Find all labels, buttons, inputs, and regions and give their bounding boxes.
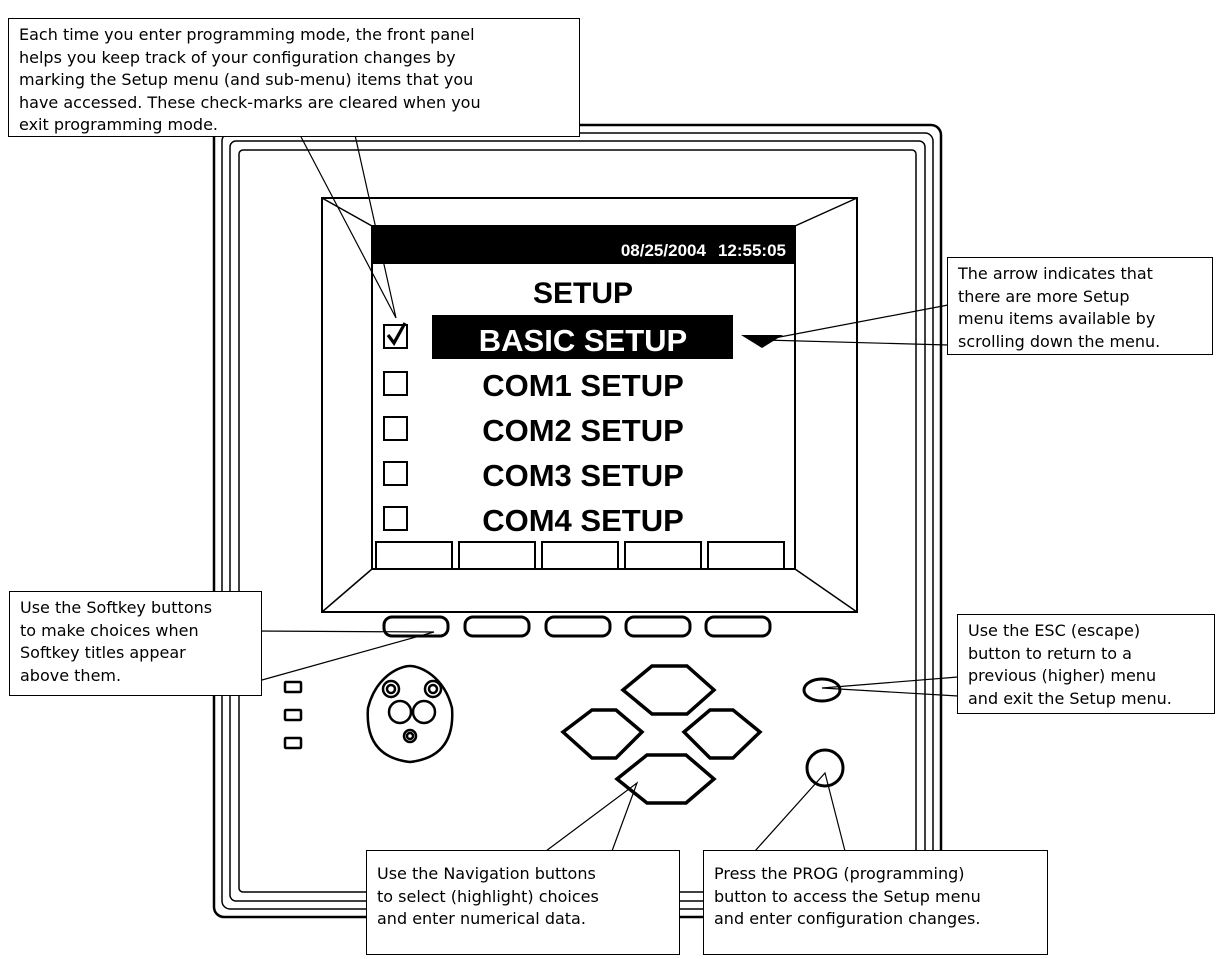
lcd-menu-item-label: COM2 SETUP [482,413,684,448]
check-mark-icon [386,322,407,346]
softkey-button-2[interactable] [463,615,531,638]
status-led-2 [283,708,303,722]
callout-text: have accessed. These check-marks are cle… [19,92,481,112]
softkey-title-box [541,541,619,570]
leader-esc [821,676,959,697]
softkey-button-1[interactable] [382,615,450,638]
lcd-menu-title: SETUP [533,277,633,310]
leader-nav [545,781,639,852]
lcd-datetime: 08/25/2004 12:55:05 [621,241,786,260]
lcd-menu-item[interactable]: COM3 SETUP [383,458,684,493]
callout-text: Press the PROG (programming) [714,864,965,883]
callout-text: button to access the Setup menu [714,886,981,906]
lcd-menu-item[interactable]: COM2 SETUP [383,413,684,448]
callout-text: Use the ESC (escape) [968,621,1141,640]
status-led-1 [283,680,303,694]
nav-left-button[interactable] [560,708,645,760]
callout-text: and enter configuration changes. [714,909,981,928]
callout-text: to select (highlight) choices [377,886,599,906]
prog-button[interactable] [805,748,845,788]
lcd-menu-item[interactable]: COM4 SETUP [383,503,684,538]
callout-text: Use the Navigation buttons [377,864,596,883]
lcd-screen: 08/25/2004 12:55:05 SETUP BASIC SETUP COM… [371,225,796,570]
selection-highlight [432,315,733,359]
callout-esc: Use the ESC (escape) button to return to… [957,614,1215,714]
lcd-menu-item[interactable]: COM1 SETUP [383,368,684,403]
callout-checkmarks: Each time you enter programming mode, th… [8,18,580,137]
leader-prog [754,771,846,852]
callout-text: to make choices when [20,620,199,640]
lcd-menu-item-label: COM4 SETUP [482,503,684,538]
callout-text: previous (higher) menu [968,666,1157,685]
callout-text: exit programming mode. [19,115,219,134]
callout-text: Each time you enter programming mode, th… [19,25,475,44]
leader-lines [252,134,959,852]
callout-softkey: Use the Softkey buttons to make choices … [9,591,262,696]
lcd-time: 12:55:05 [718,241,786,260]
callout-text: helps you keep track of your configurati… [19,47,456,67]
callout-text: above them. [20,665,122,685]
checkbox-unchecked [383,416,408,441]
lcd-menu-item-label: COM1 SETUP [482,368,684,403]
softkey-title-box [375,541,453,570]
callout-text: marking the Setup menu (and sub-menu) it… [19,70,474,89]
status-led-3 [283,736,303,750]
nav-up-button[interactable] [620,664,717,716]
checkbox-unchecked [383,506,408,531]
callout-text: The arrow indicates that [958,264,1153,283]
leader-arrow [763,304,949,346]
esc-button[interactable] [802,677,842,703]
callout-text: there are more Setup [958,286,1130,306]
lcd-header-bar [372,226,795,264]
softkey-button-5[interactable] [704,615,772,638]
callout-text: menu items available by [958,309,1156,328]
lcd-menu-item-label: COM3 SETUP [482,458,684,493]
lcd-menu-item-label: BASIC SETUP [479,323,687,358]
callout-scroll-arrow: The arrow indicates that there are more … [947,257,1213,355]
lcd-menu-item[interactable]: BASIC SETUP [383,315,733,359]
softkey-button-4[interactable] [624,615,692,638]
callout-prog: Press the PROG (programming) button to a… [703,850,1048,955]
nav-down-button[interactable] [614,753,717,805]
checkbox-unchecked [383,371,408,396]
optical-port [366,664,454,764]
callout-text: Use the Softkey buttons [20,598,213,617]
leader-softkey [252,630,435,681]
softkey-title-box [458,541,536,570]
callout-text: Softkey titles appear [20,643,186,662]
callout-navigation: Use the Navigation buttons to select (hi… [366,850,680,955]
callout-text: button to return to a [968,643,1132,663]
callout-text: and enter numerical data. [377,909,586,928]
softkey-button-3[interactable] [544,615,612,638]
softkey-title-box [707,541,785,570]
checkbox-unchecked [383,461,408,486]
softkey-title-box [624,541,702,570]
softkey-title-boxes [375,541,785,570]
lcd-date: 08/25/2004 [621,241,707,260]
nav-right-button[interactable] [681,708,763,760]
leader-checkmarks [299,134,397,319]
callout-text: scrolling down the menu. [958,331,1161,351]
callout-text: and exit the Setup menu. [968,688,1172,708]
